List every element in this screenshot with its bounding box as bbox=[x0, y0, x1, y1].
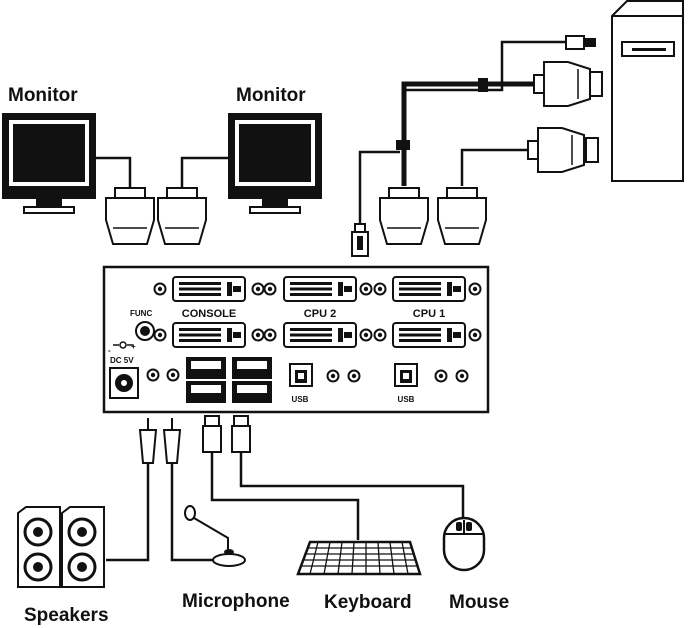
cpu1-audio-jack-2 bbox=[455, 369, 469, 383]
mouse-label: Mouse bbox=[449, 592, 509, 613]
speakers-icon bbox=[17, 506, 105, 588]
monitor-left-icon bbox=[1, 112, 97, 214]
microphone-cable bbox=[170, 463, 225, 562]
cpu1-port-label: CPU 1 bbox=[413, 308, 445, 320]
console-port-label: CONSOLE bbox=[182, 308, 236, 320]
keyboard-cable bbox=[210, 452, 360, 540]
tower-port-1 bbox=[589, 71, 603, 97]
usb-a-ports bbox=[186, 357, 272, 403]
keyboard-icon bbox=[296, 540, 422, 576]
cpu-dvi-plug-1 bbox=[379, 187, 429, 245]
speaker-audio-plug bbox=[138, 418, 158, 464]
speaker-cable bbox=[106, 463, 150, 562]
monitor-right-label: Monitor bbox=[236, 85, 306, 106]
cpu2-usb-b-port bbox=[289, 363, 313, 387]
dc-power-jack bbox=[109, 367, 139, 399]
microphone-jack bbox=[166, 368, 180, 382]
keyboard-usb-plug bbox=[202, 415, 222, 453]
monitor-left-cable bbox=[96, 156, 132, 188]
monitor-left-label: Monitor bbox=[8, 85, 78, 106]
mouse-icon bbox=[442, 516, 486, 572]
cpu2-audio-jack-2 bbox=[347, 369, 361, 383]
microphone-label: Microphone bbox=[182, 591, 290, 612]
cpu-bundle-cable-c bbox=[460, 148, 536, 186]
computer-tower-icon bbox=[611, 0, 684, 182]
cpu2-port-label: CPU 2 bbox=[304, 308, 336, 320]
monitor-right-dvi-plug bbox=[157, 187, 207, 245]
keyboard-label: Keyboard bbox=[324, 592, 412, 613]
ps2-cable bbox=[358, 150, 400, 224]
cpu-dvi-plug-2 bbox=[437, 187, 487, 245]
speaker-jack bbox=[146, 368, 160, 382]
speakers-label: Speakers bbox=[24, 605, 109, 626]
cpu1-audio-jack-1 bbox=[434, 369, 448, 383]
svg-text:+: + bbox=[131, 342, 136, 351]
mouse-usb-plug bbox=[231, 415, 251, 453]
svg-text:-: - bbox=[108, 346, 111, 355]
monitor-left-dvi-plug bbox=[105, 187, 155, 245]
ps2-plug bbox=[351, 223, 369, 257]
func-button bbox=[135, 321, 155, 341]
cpu1-usb-label: USB bbox=[398, 395, 415, 404]
microphone-audio-plug bbox=[162, 418, 182, 464]
func-label: FUNC bbox=[130, 309, 152, 318]
cpu-bundle-cable-a bbox=[401, 81, 543, 186]
tower-port-2 bbox=[585, 137, 599, 163]
cable-tie-2 bbox=[478, 78, 488, 92]
cpu1-usb-b-port bbox=[394, 363, 418, 387]
mouse-cable bbox=[239, 452, 465, 520]
dc-power-label: DC 5V bbox=[110, 356, 134, 365]
cable-tie bbox=[396, 140, 410, 150]
kvm-switch: CONSOLE CPU 2 CPU 1 FUNC - + DC 5V bbox=[102, 265, 490, 414]
dc-polarity-icon: - + bbox=[108, 341, 136, 355]
cpu-bundle-cable-b bbox=[404, 40, 566, 92]
monitor-right-cable bbox=[180, 156, 228, 188]
computer-dvi-plug-1 bbox=[533, 61, 591, 107]
cpu2-audio-jack-1 bbox=[326, 369, 340, 383]
cpu2-usb-label: USB bbox=[292, 395, 309, 404]
computer-dvi-plug-2 bbox=[527, 127, 585, 173]
computer-ps2-plug bbox=[565, 35, 596, 50]
microphone-icon bbox=[184, 505, 246, 567]
monitor-right-icon bbox=[227, 112, 323, 214]
